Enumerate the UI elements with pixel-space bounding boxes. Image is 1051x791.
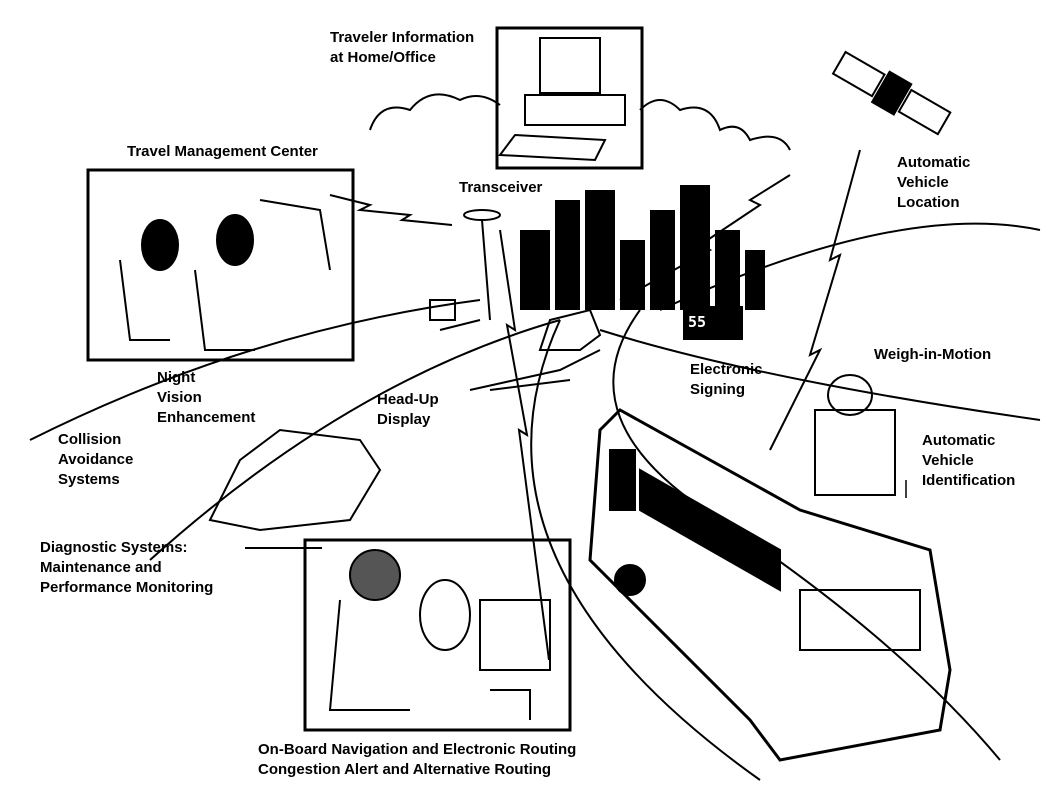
label-line: Maintenance and bbox=[40, 559, 162, 576]
signal-bolt bbox=[619, 174, 791, 301]
label-travel-management-center: Travel Management Center bbox=[127, 143, 318, 160]
city-skyline-icon bbox=[520, 185, 765, 310]
label-line: Enhancement bbox=[157, 409, 256, 426]
label-line: On-Board Navigation and Electronic Routi… bbox=[258, 741, 577, 758]
cloud bbox=[369, 93, 791, 151]
computer-monitor-icon bbox=[539, 37, 601, 94]
label-line: Vehicle bbox=[897, 174, 949, 191]
road-edge bbox=[149, 319, 561, 561]
signal-bolt bbox=[769, 149, 861, 451]
road-edge bbox=[530, 319, 761, 781]
label-onboard-navigation: On-Board Navigation and Electronic Routi… bbox=[258, 740, 576, 780]
label-head-up-display: Head-Up Display bbox=[377, 390, 439, 430]
label-collision-avoidance: Collision Avoidance Systems bbox=[58, 430, 133, 490]
label-line: Avoidance bbox=[58, 451, 134, 468]
label-line: Display bbox=[377, 411, 431, 428]
label-traveler-information: Traveler Information at Home/Office bbox=[330, 28, 474, 68]
label-line: Diagnostic Systems: bbox=[40, 539, 188, 556]
transceiver-icon bbox=[463, 209, 501, 221]
label-line: Vehicle bbox=[922, 452, 974, 469]
label-line: Location bbox=[897, 194, 960, 211]
label-diagnostic-systems: Diagnostic Systems: Maintenance and Perf… bbox=[40, 538, 213, 598]
electronic-sign bbox=[683, 306, 743, 340]
label-line: Automatic bbox=[922, 432, 996, 449]
signal-bolt bbox=[329, 194, 453, 226]
label-night-vision: Night Vision Enhancement bbox=[157, 368, 255, 428]
label-line: Identification bbox=[922, 472, 1016, 489]
label-line: Vision bbox=[157, 389, 202, 406]
home-office-panel bbox=[495, 26, 644, 170]
label-line: Signing bbox=[690, 381, 745, 398]
label-line: Systems bbox=[58, 471, 120, 488]
label-line: at Home/Office bbox=[330, 49, 436, 66]
satellite-icon bbox=[831, 50, 952, 136]
label-line: Head-Up bbox=[377, 391, 439, 408]
label-line: Collision bbox=[58, 431, 122, 448]
label-line: Congestion Alert and Alternative Routing bbox=[258, 761, 552, 778]
label-line: Electronic bbox=[690, 361, 763, 378]
vehicle bbox=[538, 308, 602, 351]
label-line: Automatic bbox=[897, 154, 971, 171]
label-line: Traveler Information bbox=[330, 29, 475, 46]
label-automatic-vehicle-location: Automatic Vehicle Location bbox=[897, 153, 970, 213]
bus-icon bbox=[588, 408, 952, 762]
sign-speed-text: 55 bbox=[688, 313, 707, 331]
label-line: Performance Monitoring bbox=[40, 579, 214, 596]
car-icon bbox=[208, 428, 382, 532]
travel-management-panel bbox=[86, 168, 355, 362]
label-electronic-signing: Electronic Signing bbox=[690, 360, 763, 400]
weigh-station-icon bbox=[814, 409, 896, 496]
label-line: Night bbox=[157, 369, 196, 386]
label-weigh-in-motion: Weigh-in-Motion bbox=[874, 346, 992, 363]
label-automatic-vehicle-identification: Automatic Vehicle Identification bbox=[922, 431, 1015, 491]
label-transceiver: Transceiver bbox=[459, 179, 543, 196]
road-edge bbox=[599, 329, 1041, 421]
onboard-panel bbox=[303, 538, 572, 732]
